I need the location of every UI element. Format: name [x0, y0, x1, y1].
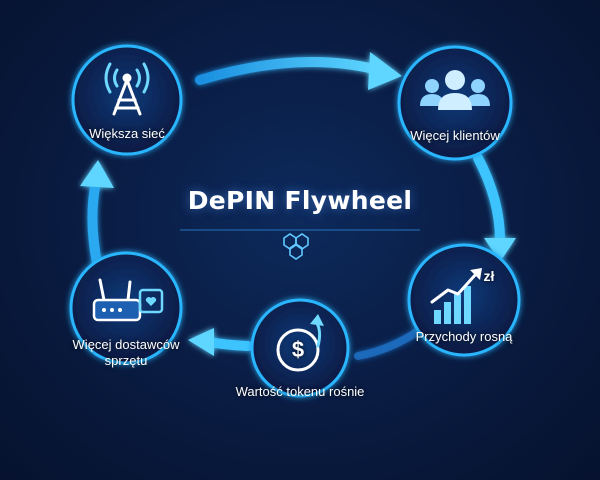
node-label-suppliers-line2: sprzętu — [104, 353, 148, 368]
node-token — [250, 298, 350, 398]
growth-chart-icon — [430, 268, 482, 324]
diagram-title: DePIN Flywheel — [187, 186, 413, 215]
arrow-token-to-suppliers — [188, 328, 253, 356]
node-network — [71, 44, 183, 156]
title-divider — [180, 229, 420, 260]
node-label-network: Większa sieć — [89, 126, 165, 141]
dollar-coin-up-icon — [276, 314, 324, 372]
node-customers — [397, 45, 513, 161]
node-label-revenue: Przychody rosną — [415, 329, 513, 344]
arrow-revenue-to-token — [354, 326, 424, 360]
arrow-customers-to-revenue — [473, 153, 516, 262]
node-suppliers — [69, 251, 183, 365]
hexagon-logo-icon — [283, 233, 309, 260]
users-group-icon — [420, 70, 490, 110]
arrow-network-to-customers — [195, 52, 402, 90]
currency-zloty-label: zł — [483, 268, 495, 284]
arrow-suppliers-to-network — [80, 160, 114, 273]
coin-dollar-symbol: $ — [291, 337, 305, 362]
node-label-token: Wartość tokenu rośnie — [235, 384, 365, 399]
cell-tower-icon — [104, 62, 150, 116]
node-label-suppliers-line1: Więcej dostawców — [72, 337, 180, 352]
node-label-customers: Więcej klientów — [410, 128, 500, 143]
router-hardware-icon — [92, 278, 164, 322]
node-revenue — [407, 243, 521, 357]
